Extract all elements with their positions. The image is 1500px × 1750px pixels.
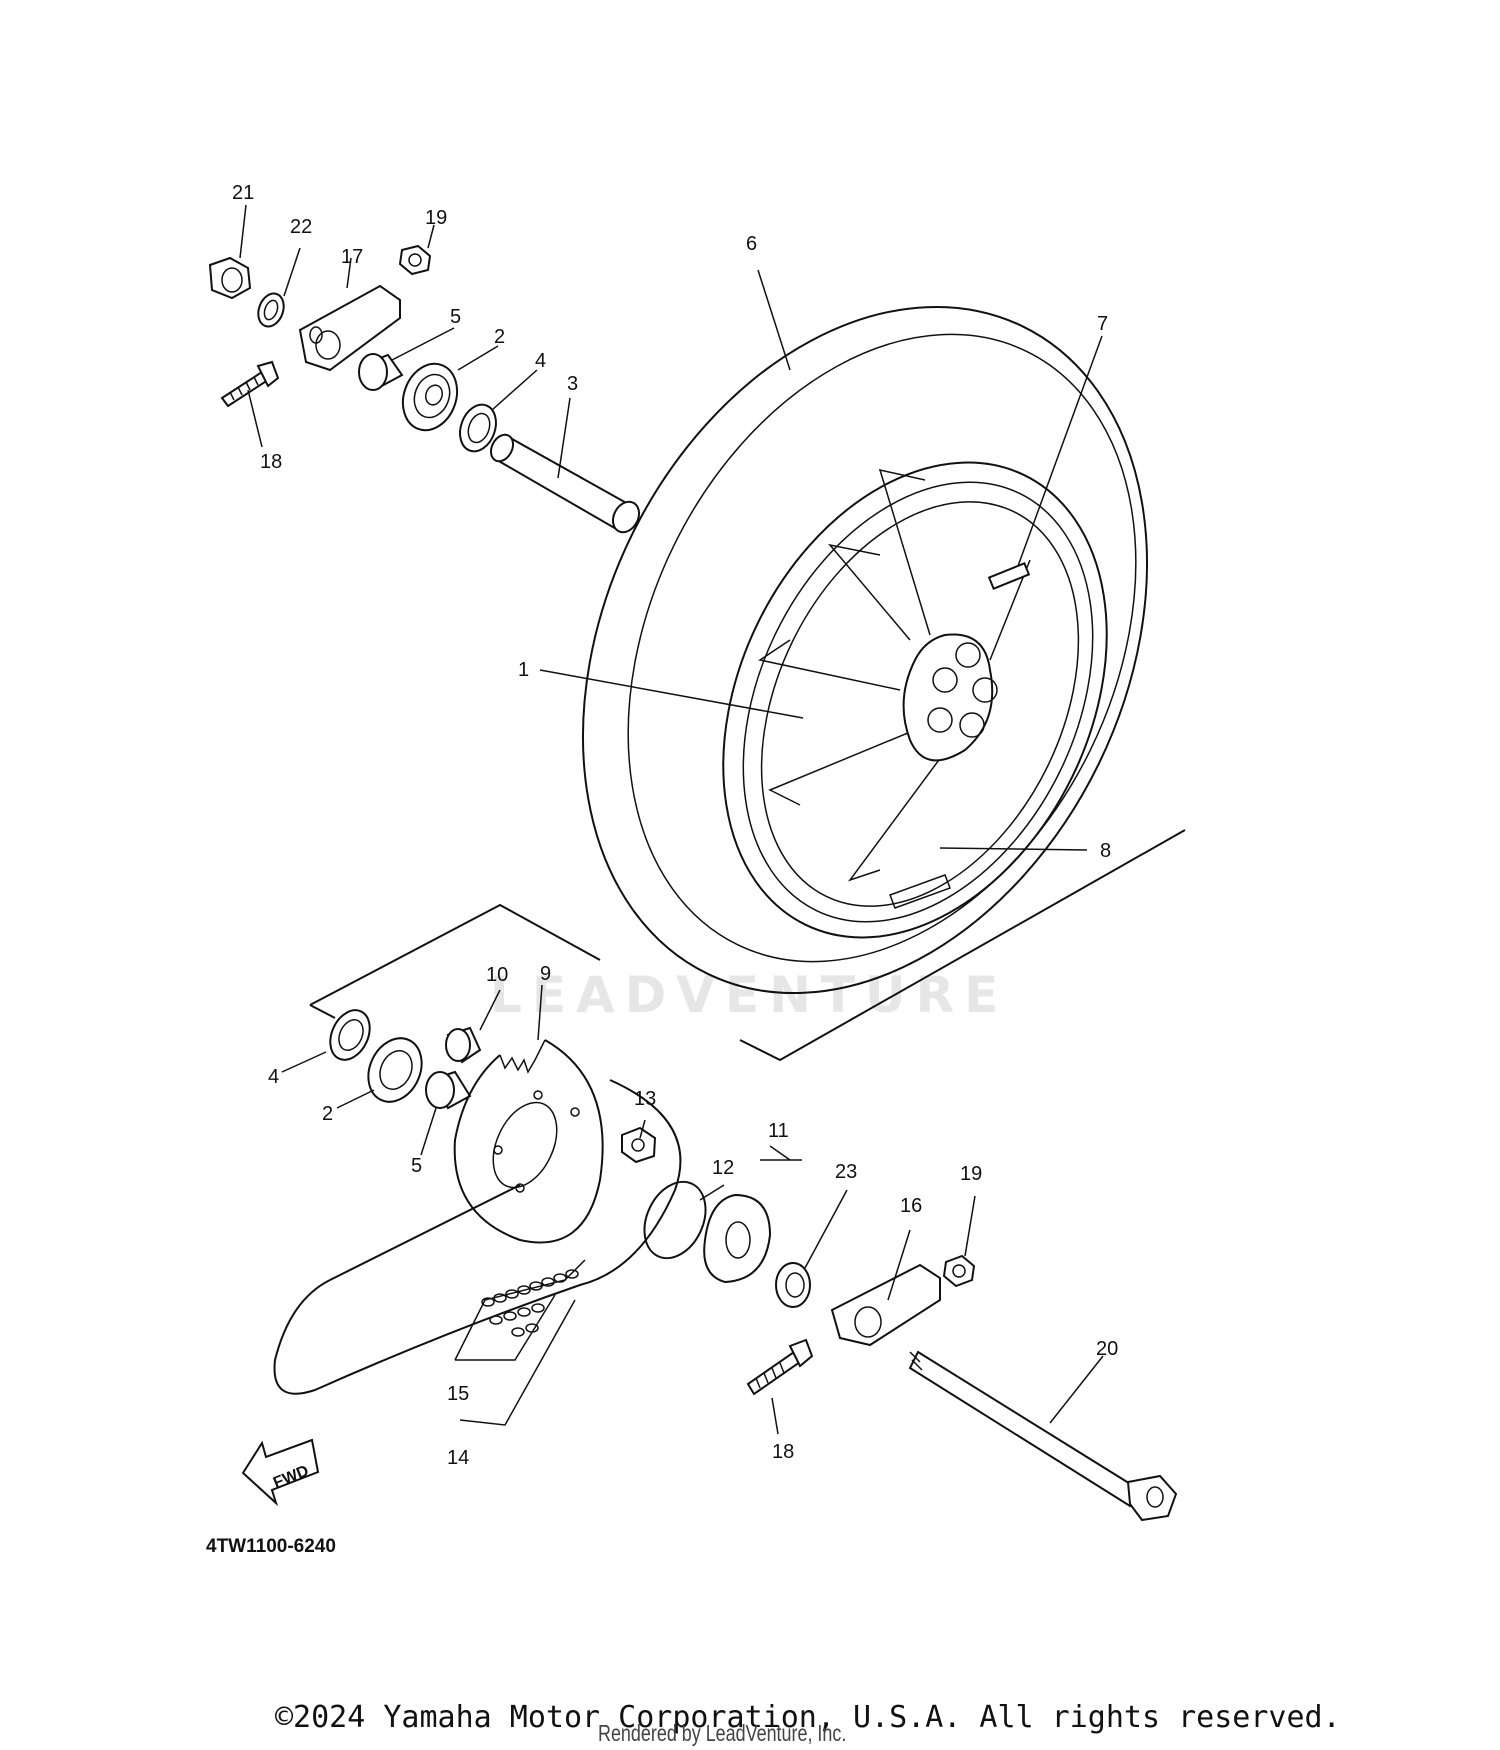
- callout-17: 17: [341, 246, 363, 268]
- callout-21: 21: [232, 182, 254, 204]
- callout-2-lower: 2: [322, 1103, 333, 1125]
- watermark: LEADVENTURE: [490, 966, 1008, 1024]
- callout-9: 9: [540, 963, 551, 985]
- upper-left-hardware: [208, 244, 640, 534]
- callout-13: 13: [634, 1088, 656, 1110]
- callout-5: 5: [450, 306, 461, 328]
- rendered-by-note: Rendered by LeadVenture, Inc.: [598, 1720, 847, 1746]
- callout-18: 18: [260, 451, 282, 473]
- callout-6: 6: [746, 233, 757, 255]
- rear-wheel-assembly: [309, 305, 1186, 1062]
- callout-10: 10: [486, 964, 508, 986]
- callout-3: 3: [567, 373, 578, 395]
- callout-19-lower: 19: [960, 1163, 982, 1185]
- exploded-parts-diagram: LEADVENTURE: [206, 182, 1186, 1557]
- fwd-arrow-icon: FWD: [241, 1438, 320, 1507]
- callout-2: 2: [494, 326, 505, 348]
- lower-hardware: [273, 1009, 1178, 1522]
- callout-4-lower: 4: [268, 1066, 279, 1088]
- callout-20: 20: [1096, 1338, 1118, 1360]
- callout-7: 7: [1097, 313, 1108, 335]
- callout-18-lower: 18: [772, 1441, 794, 1463]
- callout-11: 11: [768, 1120, 789, 1142]
- callout-23: 23: [835, 1161, 857, 1183]
- callout-labels: 21 22 17 19 5 2 4 3 6 7 18 1 8 10 9 4 2 …: [232, 182, 1118, 1469]
- leader-lines: [239, 204, 1104, 1435]
- callout-14: 14: [447, 1447, 469, 1469]
- callout-5-lower: 5: [411, 1155, 422, 1177]
- copyright-notice: ©2024 Yamaha Motor Corporation, U.S.A. A…: [275, 1700, 1341, 1735]
- callout-16: 16: [900, 1195, 922, 1217]
- callout-15: 15: [447, 1383, 469, 1405]
- drawing-code: 4TW1100-6240: [206, 1536, 336, 1557]
- callout-19: 19: [425, 207, 447, 229]
- callout-22: 22: [290, 216, 312, 238]
- callout-12: 12: [712, 1157, 734, 1179]
- callout-4: 4: [535, 350, 546, 372]
- callout-1: 1: [518, 659, 529, 681]
- callout-8: 8: [1100, 840, 1111, 862]
